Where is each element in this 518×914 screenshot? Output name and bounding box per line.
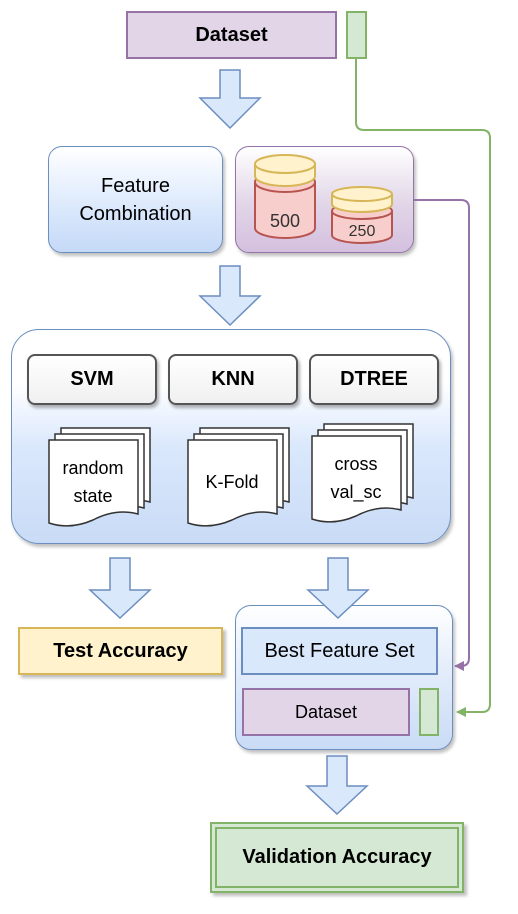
dataset-bottom-tab	[419, 688, 439, 736]
method-cross-line1: cross	[334, 454, 377, 474]
svm-label: SVM	[70, 368, 114, 390]
feature-combination-box: Feature Combination	[48, 146, 223, 253]
knn-label: KNN	[211, 368, 255, 390]
dtree-label: DTREE	[340, 368, 408, 390]
validation-accuracy-label: Validation Accuracy	[242, 846, 432, 868]
down-arrow-2	[198, 265, 262, 327]
method-random-line1: random	[62, 458, 123, 478]
subset-250-label: 250	[349, 223, 376, 240]
method-kfold-line1: K-Fold	[205, 472, 258, 492]
down-arrow-5	[305, 755, 369, 816]
database-500-icon	[254, 154, 316, 239]
down-arrow-1	[198, 69, 262, 130]
document-stack-random-state	[48, 427, 151, 527]
dataset-top-tab	[346, 11, 367, 59]
knn-box: KNN	[168, 354, 298, 405]
down-arrow-3	[88, 557, 152, 620]
dataset-bottom-box: Dataset	[242, 688, 410, 736]
dataset-top-label: Dataset	[195, 23, 268, 46]
down-arrow-4	[306, 557, 370, 620]
subset-500-label: 500	[270, 211, 300, 231]
purple-connector	[414, 199, 470, 671]
document-stack-cross-val	[311, 423, 414, 523]
validation-accuracy-box: Validation Accuracy	[210, 822, 464, 893]
best-feature-set-label: Best Feature Set	[264, 639, 415, 662]
feature-combination-line2: Combination	[79, 202, 192, 225]
feature-combination-line1: Feature	[101, 174, 170, 197]
method-random-line2: state	[73, 486, 112, 506]
test-accuracy-box: Test Accuracy	[18, 627, 223, 675]
dtree-box: DTREE	[309, 354, 439, 405]
document-stack-kfold	[187, 427, 290, 527]
database-250-icon	[331, 186, 393, 244]
green-connector	[355, 59, 491, 717]
method-cross-line2: val_sc	[330, 482, 381, 503]
test-accuracy-label: Test Accuracy	[53, 639, 188, 662]
dataset-top-box: Dataset	[126, 11, 337, 59]
best-feature-set-box: Best Feature Set	[241, 627, 438, 675]
svm-box: SVM	[27, 354, 157, 405]
dataset-bottom-label: Dataset	[294, 701, 358, 722]
